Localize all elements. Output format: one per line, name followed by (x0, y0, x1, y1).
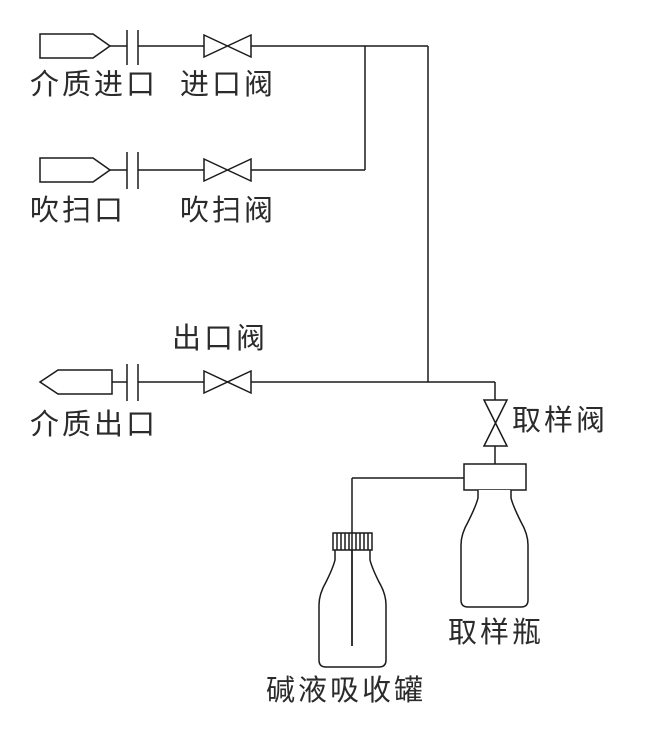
medium-outlet-line (38, 364, 495, 401)
label-sampling-valve: 取样阀 (512, 403, 609, 437)
medium-outlet-port (38, 369, 113, 395)
label-outlet-valve: 出口阀 (172, 321, 269, 355)
label-medium-inlet: 介质进口 (30, 67, 159, 101)
tank-cap-ridges (336, 533, 369, 550)
sampling-branch (351, 382, 529, 646)
label-inlet-valve: 进口阀 (180, 67, 277, 101)
medium-inlet-port (39, 33, 112, 59)
sampling-bottle (460, 490, 529, 608)
sampling-valve-icon (482, 399, 509, 447)
label-medium-outlet: 介质出口 (30, 407, 159, 441)
label-purge-valve: 吹扫阀 (180, 193, 277, 227)
purge-line (39, 46, 366, 189)
alkali-absorption-tank (318, 532, 387, 668)
label-sampling-bottle: 取样瓶 (448, 615, 545, 649)
outlet-valve-icon (203, 369, 252, 395)
label-alkali-absorption-tank: 碱液吸收罐 (266, 673, 427, 707)
medium-inlet-line (39, 30, 428, 65)
label-purge-port: 吹扫口 (30, 193, 127, 227)
inlet-valve-icon (203, 33, 252, 59)
purge-port (39, 157, 112, 183)
purge-valve-icon (203, 157, 252, 183)
sampling-bottle-cap (463, 463, 527, 491)
